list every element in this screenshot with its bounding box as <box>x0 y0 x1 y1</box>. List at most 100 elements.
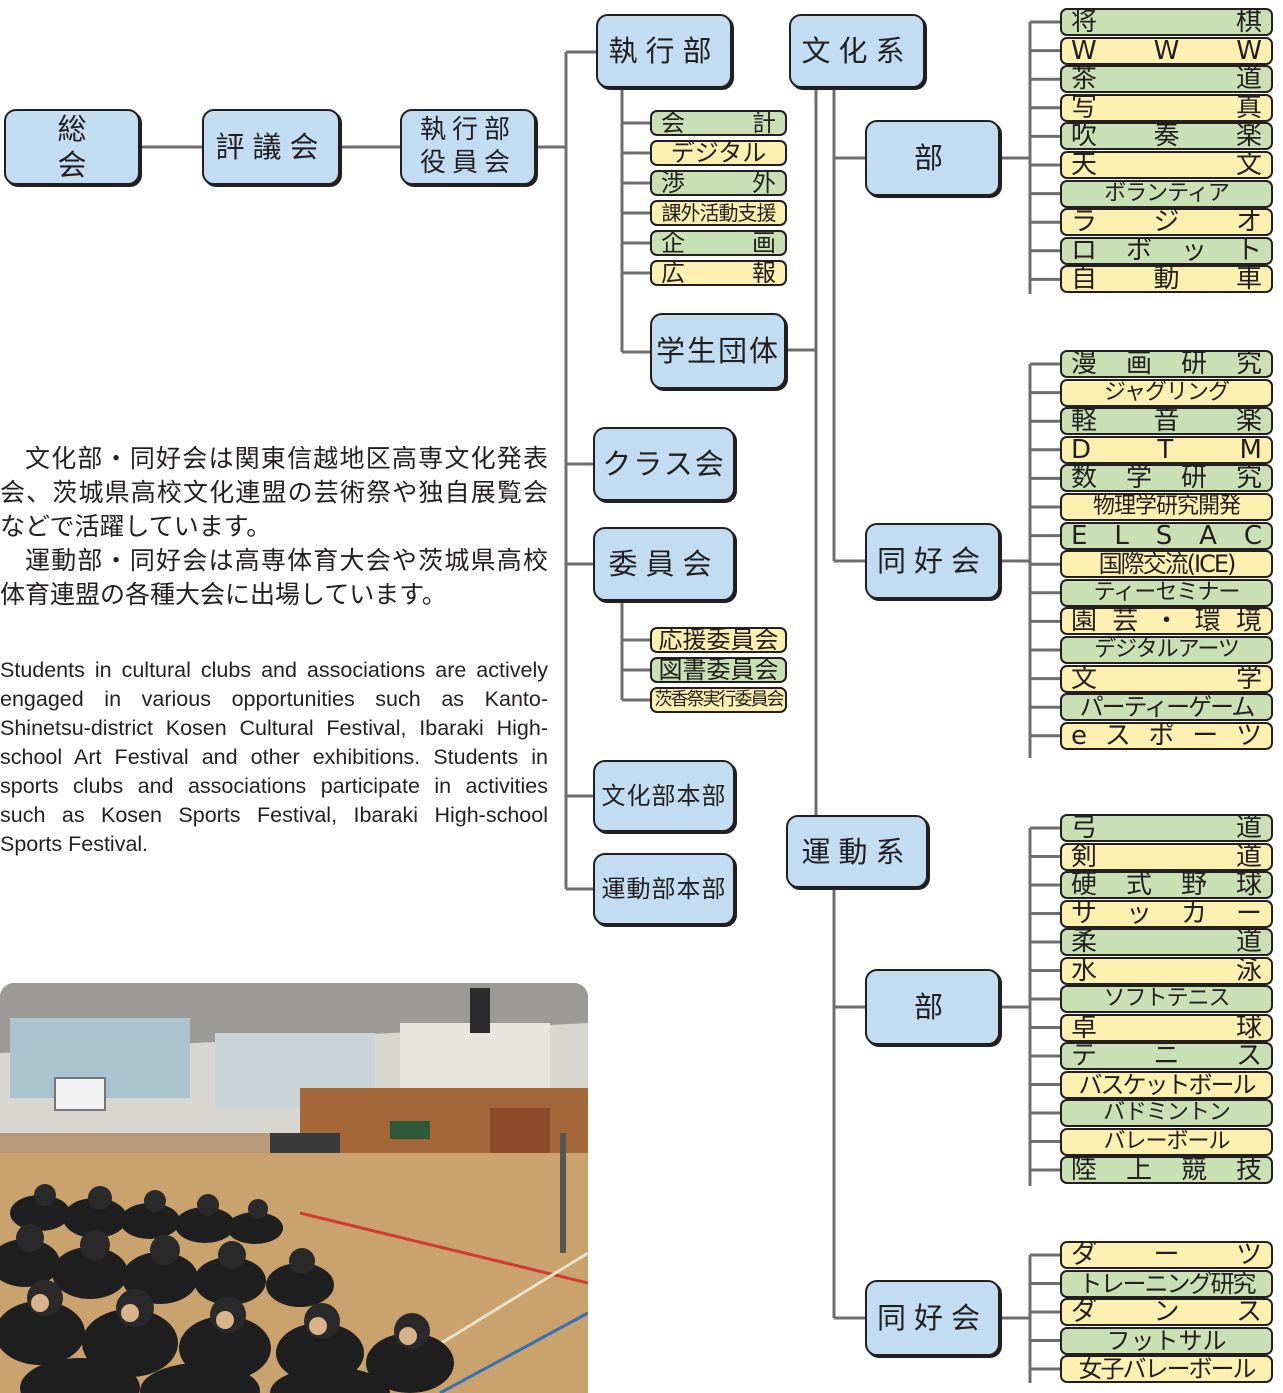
list-item: 企画 <box>650 230 787 256</box>
list-item-part: 道 <box>1235 814 1262 842</box>
list-item-part: 硬 <box>1071 871 1098 899</box>
list-item: 園芸・環境 <box>1060 607 1273 636</box>
list-item-part: e <box>1071 721 1087 750</box>
list-item-label: フットサル <box>1106 1326 1227 1355</box>
list-item-part: オ <box>1235 208 1262 237</box>
sports-clubs-box: 部 <box>865 969 1000 1045</box>
list-item-part: 究 <box>1235 464 1262 493</box>
list-item-part: 泳 <box>1235 956 1262 985</box>
committees-box: 委員会 <box>593 527 735 601</box>
list-item-part: 吹 <box>1071 122 1098 151</box>
list-item-part: W <box>1153 36 1180 65</box>
list-item-part: 真 <box>1235 93 1262 122</box>
list-item: 漫画研究 <box>1060 350 1273 378</box>
list-item-part: 会 <box>661 110 685 136</box>
officers-label-line1: 執行部 <box>419 115 516 145</box>
list-item-part: 学 <box>1125 464 1152 493</box>
list-item-part: 文 <box>1235 151 1262 179</box>
list-item-part: E <box>1071 521 1088 550</box>
list-item-part: 計 <box>752 110 776 136</box>
list-item-part: 剣 <box>1071 842 1098 871</box>
list-item-part: 陸 <box>1071 1156 1098 1184</box>
culture-assoc-label: 同好会 <box>876 544 988 578</box>
list-item: 課外活動支援 <box>650 200 787 226</box>
list-item: 物理学研究開発 <box>1060 493 1273 521</box>
list-item-part: ー <box>1192 721 1219 750</box>
list-item-part: ー <box>1235 899 1262 928</box>
committees-label: 委員会 <box>608 547 720 581</box>
list-item-part: W <box>1236 36 1262 65</box>
list-item: バレーボール <box>1060 1127 1273 1156</box>
list-item: 柔道 <box>1060 928 1273 956</box>
list-item: ダーツ <box>1060 1241 1273 1269</box>
list-item-part: 学 <box>1235 664 1262 693</box>
list-item-part: 道 <box>1235 842 1262 871</box>
list-item: 会計 <box>650 110 787 136</box>
list-item-label: 課外活動支援 <box>661 201 777 225</box>
list-item-part: ッ <box>1125 899 1152 928</box>
list-item: 硬式野球 <box>1060 871 1273 899</box>
list-item-part: ニ <box>1153 1042 1180 1070</box>
list-item-part: 楽 <box>1235 407 1262 436</box>
list-item-label: 応援委員会 <box>658 627 779 653</box>
list-item-part: S <box>1155 521 1173 550</box>
list-item-part: 環 <box>1194 607 1221 636</box>
gym-photo-illustration <box>0 983 588 1393</box>
list-item-part: D <box>1071 435 1092 464</box>
list-item-part: サ <box>1071 899 1098 928</box>
list-item-label: 茨香祭実行委員会 <box>654 689 785 710</box>
list-item: サッカー <box>1060 899 1273 928</box>
list-item: ソフトテニス <box>1060 985 1273 1013</box>
list-item-part: 外 <box>752 170 776 196</box>
list-item-part: 茶 <box>1071 65 1098 94</box>
list-item-part: C <box>1243 521 1262 550</box>
list-item-label: 物理学研究開発 <box>1092 494 1241 519</box>
list-item: 吹奏楽 <box>1060 122 1273 151</box>
list-item: 弓道 <box>1060 814 1273 842</box>
jp-paragraph-1: 文化部・同好会は関東信越地区高専文化発表会、茨城県高校文化連盟の芸術祭や独自展覧… <box>0 444 548 541</box>
gym-assembly-photo <box>0 983 588 1393</box>
officers-box: 執行部 役員会 <box>400 109 536 185</box>
list-item-label: ジャグリング <box>1104 379 1230 405</box>
list-item: 数学研究 <box>1060 464 1273 493</box>
list-item-part: 競 <box>1180 1156 1207 1184</box>
list-item-part: 研 <box>1180 464 1207 493</box>
list-item: バドミントン <box>1060 1099 1273 1127</box>
list-item: 自動車 <box>1060 265 1273 294</box>
list-item-part: 広 <box>661 260 685 286</box>
culture-box: 文化系 <box>789 14 925 88</box>
list-item-label: バスケットボール <box>1078 1070 1257 1099</box>
list-item-part: 卓 <box>1071 1013 1098 1042</box>
list-item-part: 写 <box>1071 93 1098 122</box>
list-item-part: 水 <box>1071 956 1098 985</box>
list-item-part: 文 <box>1071 664 1098 693</box>
list-item-label: ボランティア <box>1104 180 1230 206</box>
list-item: フットサル <box>1060 1326 1273 1355</box>
list-item-label: バドミントン <box>1103 1100 1231 1125</box>
english-description: Students in cultural clubs and associati… <box>0 658 548 856</box>
list-item: 女子バレーボール <box>1060 1355 1273 1383</box>
general-assembly-label: 総 会 <box>57 112 145 182</box>
list-item-label: ソフトテニス <box>1103 986 1230 1011</box>
list-item-part: 野 <box>1180 871 1207 899</box>
list-item: 応援委員会 <box>650 627 787 653</box>
list-item: 天文 <box>1060 151 1273 179</box>
executive-label: 執行部 <box>608 34 720 68</box>
list-item-label: トレーニング研究 <box>1078 1269 1257 1298</box>
list-item: 茨香祭実行委員会 <box>650 687 787 713</box>
list-item-part: 研 <box>1180 350 1207 378</box>
list-item: 将棋 <box>1060 8 1273 36</box>
list-item: 図書委員会 <box>650 657 787 683</box>
student-groups-label: 学生団体 <box>655 334 780 368</box>
list-item: ラジオ <box>1060 208 1273 237</box>
list-item-part: 楽 <box>1235 122 1262 151</box>
list-item: デジタル <box>650 140 787 166</box>
list-item: バスケットボール <box>1060 1070 1273 1099</box>
list-item-part: A <box>1199 521 1217 550</box>
list-item: 水泳 <box>1060 956 1273 985</box>
list-item-part: ト <box>1235 236 1262 265</box>
list-item-part: 将 <box>1071 8 1098 36</box>
list-item-part: 球 <box>1235 871 1262 899</box>
